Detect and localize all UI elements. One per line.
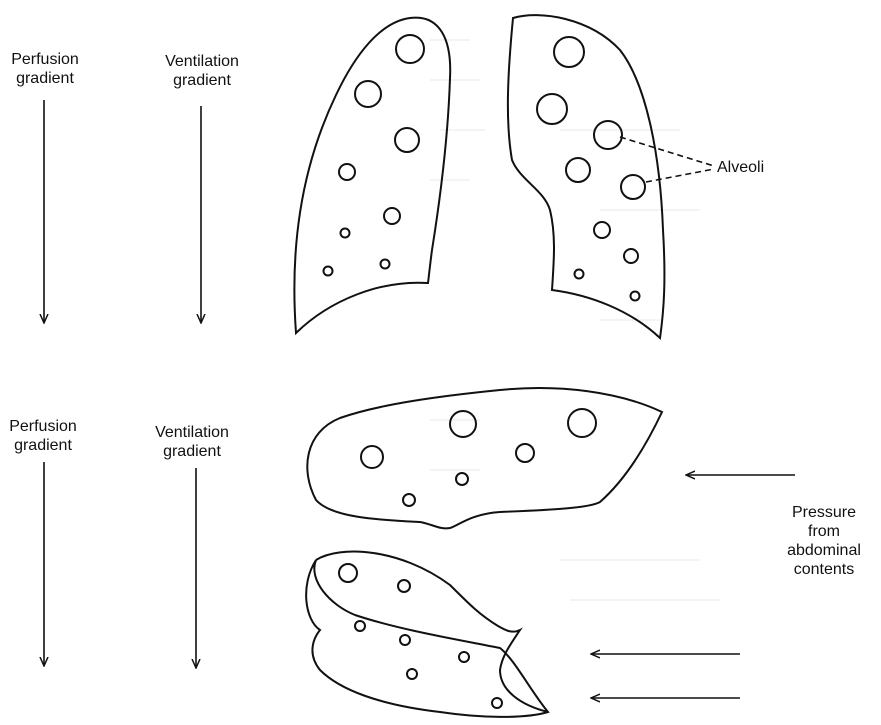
alveolus bbox=[492, 698, 502, 708]
ventilation-gradient-label-upright: Ventilation gradient bbox=[150, 52, 254, 90]
alveolus bbox=[456, 473, 468, 485]
perfusion-gradient-label-upright: Perfusion gradient bbox=[8, 50, 82, 88]
alveolus bbox=[450, 411, 476, 437]
ventilation-gradient-label-supine: Ventilation gradient bbox=[140, 423, 244, 461]
alveolus bbox=[395, 128, 419, 152]
alveolus bbox=[400, 635, 410, 645]
alveolus bbox=[341, 229, 350, 238]
perfusion-gradient-label-supine: Perfusion gradient bbox=[6, 417, 80, 455]
alveolus bbox=[407, 669, 417, 679]
alveolus bbox=[594, 222, 610, 238]
alveolus bbox=[554, 37, 584, 67]
supine-upper-lung bbox=[307, 388, 662, 528]
alveolus bbox=[361, 446, 383, 468]
alveoli-label: Alveoli bbox=[717, 158, 764, 177]
supine-lower-lung bbox=[306, 552, 548, 717]
alveolus bbox=[631, 292, 640, 301]
alveolus bbox=[594, 121, 622, 149]
alveolus bbox=[459, 652, 469, 662]
alveolus bbox=[566, 158, 590, 182]
alveolus bbox=[339, 164, 355, 180]
alveolus bbox=[575, 270, 584, 279]
pressure-label: Pressure from abdominal contents bbox=[772, 503, 876, 579]
alveolus bbox=[537, 94, 567, 124]
alveolus bbox=[403, 494, 415, 506]
alveolus bbox=[355, 621, 365, 631]
upright-right-lung bbox=[294, 18, 450, 333]
alveolus bbox=[339, 564, 357, 582]
background-texture bbox=[430, 40, 720, 600]
alveoli-pointer-line bbox=[620, 137, 714, 166]
alveolus bbox=[568, 409, 596, 437]
upright-left-lung bbox=[508, 15, 665, 338]
alveolus bbox=[624, 249, 638, 263]
alveolus bbox=[355, 81, 381, 107]
alveolus bbox=[396, 35, 424, 63]
alveolus bbox=[398, 580, 410, 592]
alveolus bbox=[621, 175, 645, 199]
alveolus bbox=[381, 260, 390, 269]
alveolus bbox=[516, 444, 534, 462]
alveolus bbox=[384, 208, 400, 224]
alveolus bbox=[324, 267, 333, 276]
alveoli-pointer-line bbox=[646, 169, 714, 182]
